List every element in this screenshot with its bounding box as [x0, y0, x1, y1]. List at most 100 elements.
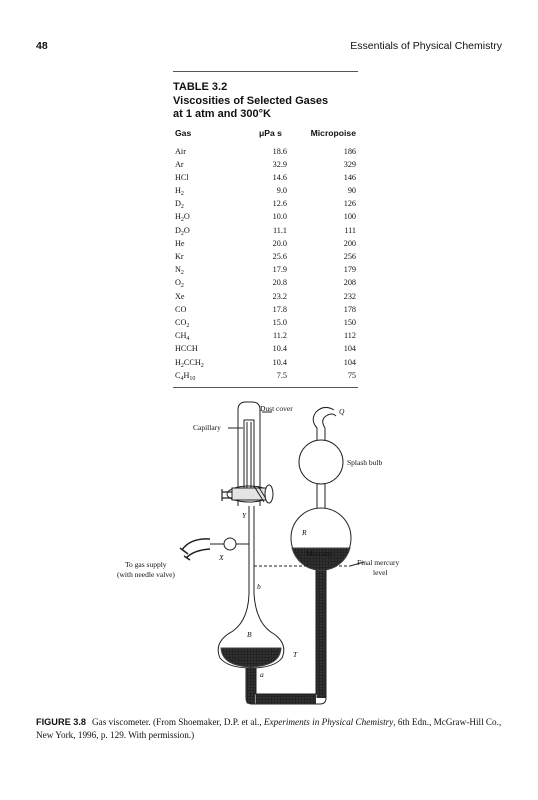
cell-micropoise: 146: [343, 172, 356, 182]
table-row: Kr 25.6 256: [173, 252, 358, 265]
table-row: Air 18.6 186: [173, 147, 358, 160]
table-row: D2O 11.1 111: [173, 226, 358, 239]
label-final-mercury: Final mercury: [357, 558, 400, 567]
label-needle-valve: (with needle valve): [117, 570, 175, 579]
label-r: R: [302, 528, 307, 537]
page-number: 48: [36, 40, 48, 52]
cell-gas: Xe: [175, 291, 185, 301]
cell-micropoise: 178: [343, 304, 356, 314]
cell-gas: HCl: [175, 172, 189, 182]
label-dust-cover: Dust cover: [260, 404, 293, 413]
table-column-headers: Gas μPa s Micropoise: [173, 128, 358, 142]
cell-gas: D2: [175, 199, 184, 211]
cell-micropoise: 111: [344, 225, 356, 235]
label-mercury: Mercury: [306, 549, 332, 558]
cell-gas: N2: [175, 265, 184, 277]
table-row: N2 17.9 179: [173, 265, 358, 278]
central-tube: [248, 506, 255, 594]
column-header-micropoise: Micropoise: [310, 127, 356, 138]
cell-gas: H2: [175, 186, 184, 198]
label-t: T: [293, 650, 298, 659]
table-row: H2 9.0 90: [173, 186, 358, 199]
table-bottom-rule: [173, 386, 358, 388]
table-row: CO 17.8 178: [173, 305, 358, 318]
table-row: CO2 15.0 150: [173, 318, 358, 331]
cell-micropoise: 186: [343, 146, 356, 156]
label-level: level: [373, 568, 388, 577]
label-b-lower: b: [257, 582, 261, 591]
cell-micropoise: 75: [347, 370, 356, 380]
running-title: Essentials of Physical Chemistry: [350, 40, 502, 52]
label-x: X: [219, 553, 224, 562]
label-q: Q: [339, 407, 345, 416]
label-gas-supply: To gas supply: [125, 560, 167, 569]
cell-mupa: 11.1: [272, 225, 287, 235]
cell-micropoise: 112: [344, 331, 356, 341]
label-splash-bulb: Splash bulb: [347, 458, 383, 467]
cell-mupa: 15.0: [272, 317, 287, 327]
cell-mupa: 17.8: [272, 304, 287, 314]
cell-micropoise: 329: [343, 159, 356, 169]
label-y: Y: [242, 511, 247, 520]
table-title-line-2: at 1 atm and 300°K: [173, 108, 271, 120]
cell-mupa: 18.6: [272, 146, 287, 156]
cell-micropoise: 104: [343, 344, 356, 354]
caption-text-after: , 6th Edn., McGraw-Hill Co., New York, 1…: [36, 717, 502, 740]
cell-gas: C4H10: [175, 370, 196, 382]
page-header: 48 Essentials of Physical Chemistry: [36, 40, 502, 56]
cell-micropoise: 90: [347, 186, 356, 196]
cell-mupa: 9.0: [276, 186, 287, 196]
table-top-rule: [173, 71, 358, 72]
cell-gas: CO: [175, 304, 187, 314]
cell-micropoise: 256: [343, 252, 356, 261]
viscometer-drawing: [179, 401, 365, 705]
cell-micropoise: 100: [343, 212, 356, 222]
cell-mupa: 14.6: [272, 172, 287, 182]
cell-gas: Kr: [175, 252, 184, 261]
cell-gas: Air: [175, 146, 186, 156]
cell-gas: HCCH: [175, 344, 198, 354]
mercury-lower: [220, 647, 282, 668]
table-label: TABLE 3.2: [173, 81, 228, 93]
column-header-mupa: μPa s: [259, 127, 282, 138]
cell-micropoise: 126: [343, 199, 356, 209]
capillary-tube: [243, 419, 255, 491]
table-row: C4H10 7.5 75: [173, 371, 358, 384]
cell-mupa: 20.8: [272, 278, 287, 288]
needle-valve-x: [223, 537, 237, 551]
label-a: a: [260, 670, 264, 679]
cell-mupa: 10.4: [272, 357, 287, 367]
cell-mupa: 17.9: [272, 265, 287, 275]
cell-mupa: 32.9: [272, 159, 287, 169]
mercury-upper: [291, 547, 351, 571]
table-row: Ar 32.9 329: [173, 160, 358, 173]
cell-micropoise: 179: [343, 265, 356, 275]
caption-label: FIGURE 3.8: [36, 717, 87, 727]
cell-mupa: 11.2: [272, 331, 287, 341]
cell-gas: H2CCH2: [175, 357, 204, 369]
capillary-jacket: [237, 401, 261, 506]
cell-mupa: 7.5: [276, 370, 287, 380]
splash-bulb: [298, 439, 344, 485]
viscosity-table: TABLE 3.2 Viscosities of Selected Gases …: [173, 71, 358, 388]
cell-gas: Ar: [175, 159, 184, 169]
cell-micropoise: 200: [343, 238, 356, 248]
cell-gas: CO2: [175, 317, 190, 329]
cell-micropoise: 150: [343, 317, 356, 327]
cell-micropoise: 232: [343, 291, 356, 301]
cell-mupa: 25.6: [272, 252, 287, 261]
caption-book-title: Experiments in Physical Chemistry: [263, 717, 394, 727]
gas-viscometer-figure: Dust cover Q Capillary Splash bulb Y R M…: [117, 398, 400, 708]
cell-gas: D2O: [175, 225, 190, 237]
cell-gas: O2: [175, 278, 184, 290]
